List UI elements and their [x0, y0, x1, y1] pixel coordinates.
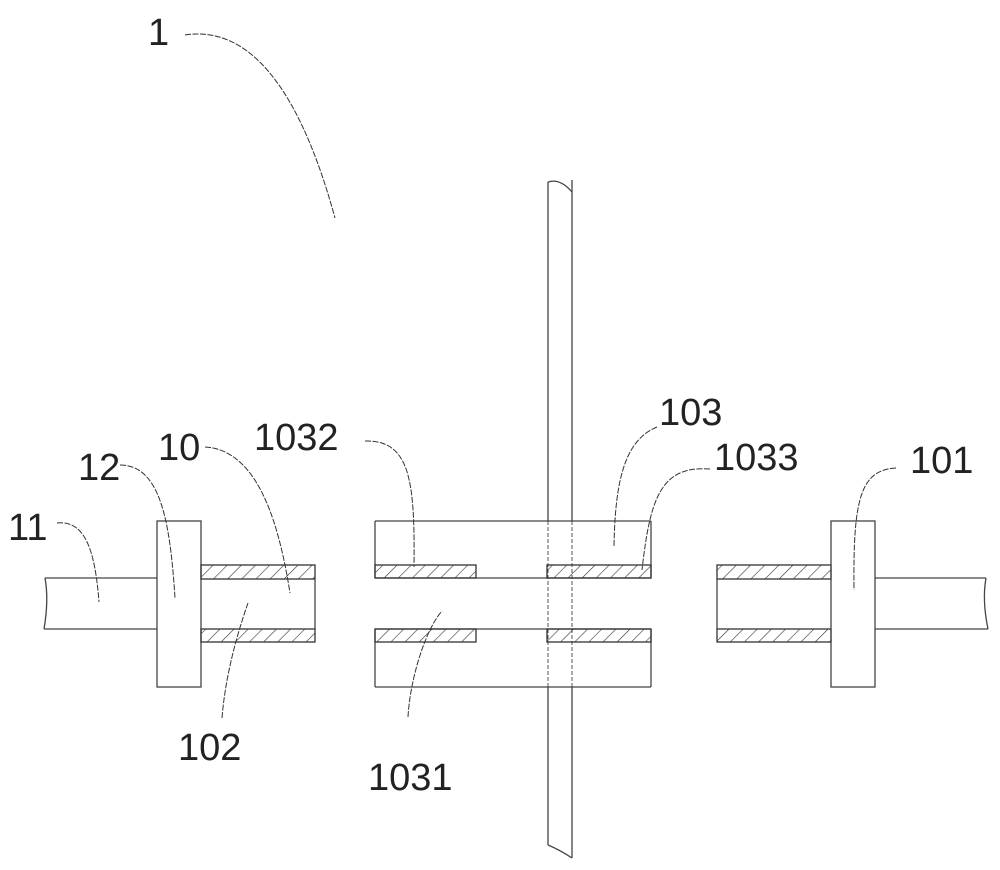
leader-lines: [56, 33, 897, 719]
left-tube: [200, 564, 316, 643]
label-1032: 1032: [254, 417, 339, 459]
label-11: 11: [8, 507, 47, 549]
right-flange: [830, 520, 876, 688]
vertical-shaft: [547, 180, 573, 859]
label-103: 103: [659, 392, 722, 434]
left-pipe: [43, 577, 157, 630]
label-12: 12: [78, 447, 120, 489]
label-1033: 1033: [714, 437, 799, 479]
right-tube: [716, 564, 832, 643]
label-1031: 1031: [368, 757, 453, 799]
label-10: 10: [158, 427, 200, 469]
middle-box: [374, 520, 652, 688]
label-1: 1: [148, 12, 169, 54]
right-pipe: [875, 577, 989, 630]
label-102: 102: [178, 727, 241, 769]
left-flange: [156, 520, 202, 688]
label-101: 101: [910, 440, 973, 482]
